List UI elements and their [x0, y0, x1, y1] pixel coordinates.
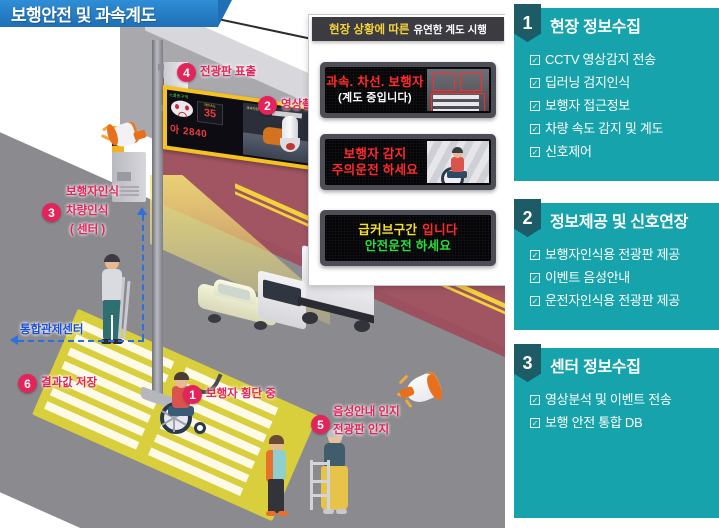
- section-2: 2 정보제공 및 신호연장 ✓ 보행자인식용 전광판 제공 ✓ 이벤트 음성안내…: [514, 199, 719, 330]
- checkbox-icon: ✓: [530, 273, 540, 283]
- pedestrian-elderly-with-walker: [310, 428, 358, 522]
- marker-4[interactable]: 4: [177, 63, 196, 82]
- checkbox-icon: ✓: [530, 147, 540, 157]
- section-3-title: 센터 정보수집: [550, 359, 641, 376]
- led-1-thumbnail: [427, 69, 489, 111]
- led-2-line-1: 보행자 감지: [343, 147, 407, 161]
- checkbox-icon: ✓: [530, 78, 540, 88]
- led-3-line-2: 안전운전 하세요: [364, 239, 452, 253]
- flow-arrow-up: [137, 207, 147, 215]
- section-3-item-2[interactable]: ✓ 보행 안전 통합 DB: [530, 415, 713, 431]
- section-1-item-1[interactable]: ✓ CCTV 영상감지 전송: [530, 52, 713, 68]
- led-panel-1: 과속. 차선. 보행자 (계도 중입니다): [320, 62, 496, 118]
- vms-license-plate: 아 2840: [170, 124, 208, 141]
- section-1-title: 현장 정보수집: [550, 19, 641, 36]
- signal-pole: [152, 40, 163, 400]
- truck-vehicle: [258, 245, 376, 332]
- camera-lens: [286, 143, 295, 150]
- checkbox-icon: ✓: [530, 55, 540, 65]
- led-banner-highlight: 현장 상황에 따른: [329, 24, 410, 36]
- section-1-item-1-label: CCTV 영상감지 전송: [545, 52, 656, 67]
- section-1-item-3-label: 보행자 접근정보: [545, 98, 630, 113]
- section-1-item-2-label: 딥러닝 검지인식: [545, 75, 630, 90]
- marker-5[interactable]: 5: [311, 415, 330, 434]
- flow-line-up: [142, 215, 144, 340]
- section-3-item-1[interactable]: ✓ 영상분석 및 이벤트 전송: [530, 392, 713, 408]
- section-2-item-3-label: 운전자인식용 전광판 제공: [545, 293, 680, 308]
- car-vehicle: [198, 277, 276, 330]
- led-1-line-1: 과속. 차선. 보행자: [326, 75, 424, 89]
- section-1-item-5[interactable]: ✓ 신호제어: [530, 144, 713, 160]
- section-1: 1 현장 정보수집 ✓ CCTV 영상감지 전송 ✓ 딥러닝 검지인식 ✓ 보행…: [514, 4, 719, 181]
- section-2-item-1[interactable]: ✓ 보행자인식용 전광판 제공: [530, 247, 713, 263]
- pedestrian-young: [262, 435, 292, 519]
- speaker-icon: [100, 120, 148, 150]
- checkbox-icon: ✓: [530, 250, 540, 260]
- marker-2[interactable]: 2: [258, 96, 277, 115]
- marker-5-label-line1: 음성안내 인지: [333, 406, 400, 418]
- section-2-item-2[interactable]: ✓ 이벤트 음성안내: [530, 270, 713, 286]
- checkbox-icon: ✓: [530, 124, 540, 134]
- checkbox-icon: ✓: [530, 395, 540, 405]
- pedestrian-with-crutches: [92, 254, 132, 347]
- control-center-label: 통합관제센터: [20, 324, 84, 336]
- page-title-text: 보행안전 및 과속계도: [11, 6, 156, 25]
- led-group-banner: 현장 상황에 따른 유연한 계도 시행: [312, 17, 504, 41]
- marker-5-label-line2: 전광판 인지: [333, 424, 390, 436]
- section-3-item-1-label: 영상분석 및 이벤트 전송: [545, 392, 672, 407]
- section-3-badge: 3: [514, 344, 541, 382]
- marker-1[interactable]: 1: [183, 385, 202, 404]
- flow-line-left: [18, 340, 144, 342]
- led-panel-3: 급커브구간 입니다 안전운전 하세요: [320, 210, 496, 266]
- checkbox-icon: ✓: [530, 418, 540, 428]
- vms-speed-value: 35: [203, 106, 217, 121]
- section-2-item-3[interactable]: ✓ 운전자인식용 전광판 제공: [530, 293, 713, 309]
- right-panel: 1 현장 정보수집 ✓ CCTV 영상감지 전송 ✓ 딥러닝 검지인식 ✓ 보행…: [505, 0, 719, 528]
- marker-3-label-line3: ( 센터 ): [70, 224, 106, 236]
- led-2-line-2: 주의운전 하세요: [331, 163, 419, 177]
- marker-3[interactable]: 3: [42, 203, 61, 222]
- controller-cabinet: [112, 152, 146, 202]
- walker-frame: [310, 460, 332, 512]
- led-3-line-1-b: 입니다: [422, 223, 458, 237]
- marker-6-label: 결과값 저장: [41, 377, 98, 389]
- marker-1-label: 보행자 횡단 중: [206, 388, 276, 400]
- cctv-camera-icon: [282, 116, 298, 142]
- checkbox-icon: ✓: [530, 101, 540, 111]
- marker-3-label-line1: 보행자인식: [66, 186, 119, 198]
- title-corner-decoration: [218, 0, 232, 27]
- flow-arrow-left: [10, 335, 18, 345]
- section-2-badge: 2: [514, 199, 541, 237]
- marker-3-label-line2: 차량인식: [66, 205, 109, 217]
- section-1-item-5-label: 신호제어: [545, 144, 592, 159]
- section-2-item-1-label: 보행자인식용 전광판 제공: [545, 247, 680, 262]
- led-1-line-2: (계도 중입니다): [338, 92, 412, 104]
- section-3: 3 센터 정보수집 ✓ 영상분석 및 이벤트 전송 ✓ 보행 안전 통합 DB: [514, 344, 719, 518]
- led-banner-rest: 유연한 계도 시행: [413, 23, 487, 36]
- section-1-item-2[interactable]: ✓ 딥러닝 검지인식: [530, 75, 713, 91]
- megaphone-icon: [396, 370, 448, 408]
- section-2-item-2-label: 이벤트 음성안내: [545, 270, 630, 285]
- section-3-item-2-label: 보행 안전 통합 DB: [545, 415, 643, 430]
- section-1-item-4-label: 차량 속도 감지 및 계도: [545, 121, 664, 136]
- marker-4-label: 전광판 표출: [200, 66, 257, 78]
- marker-6[interactable]: 6: [18, 374, 37, 393]
- section-2-title: 정보제공 및 신호연장: [550, 214, 689, 231]
- page-title: 보행안전 및 과속계도: [0, 0, 218, 27]
- led-panel-2: 보행자 감지 주의운전 하세요: [320, 134, 496, 190]
- led-3-line-1-a: 급커브구간: [358, 223, 418, 237]
- section-1-badge: 1: [514, 4, 541, 42]
- checkbox-icon: ✓: [530, 296, 540, 306]
- section-1-item-3[interactable]: ✓ 보행자 접근정보: [530, 98, 713, 114]
- led-2-thumbnail: [427, 141, 489, 183]
- section-1-item-4[interactable]: ✓ 차량 속도 감지 및 계도: [530, 121, 713, 137]
